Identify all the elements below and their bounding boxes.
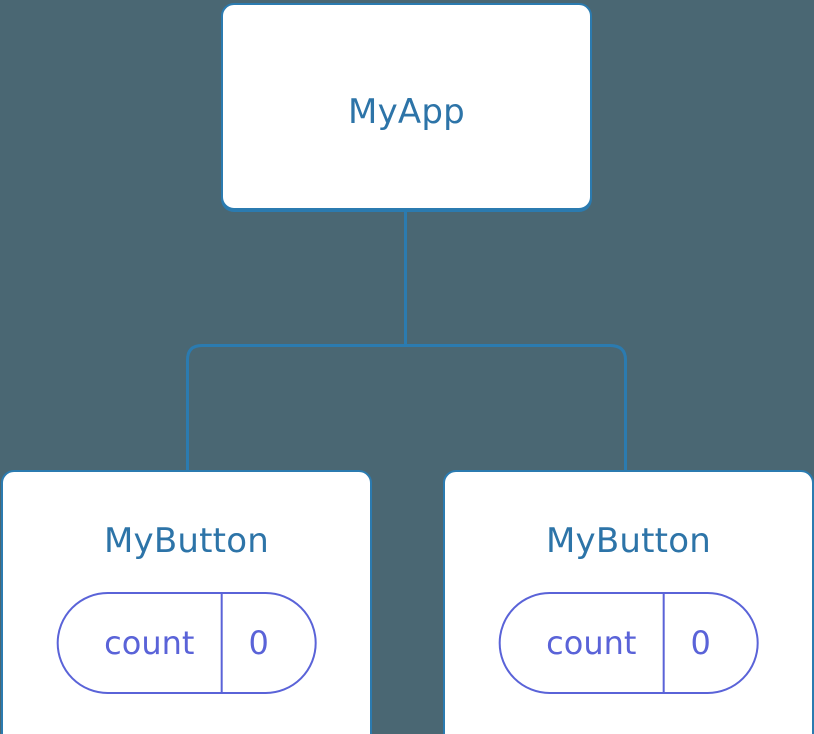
node-title: MyButton [104, 521, 269, 561]
state-pill[interactable]: count 0 [56, 592, 317, 694]
node-myapp[interactable]: MyApp [221, 3, 592, 210]
state-pill[interactable]: count 0 [498, 592, 759, 694]
node-title: MyApp [348, 92, 465, 132]
node-mybutton-1[interactable]: MyButton count 0 [443, 470, 814, 734]
edge-root-to-child-1 [405, 344, 627, 472]
state-divider [220, 594, 223, 692]
state-value: 0 [248, 624, 269, 662]
state-divider [662, 594, 665, 692]
state-key: count [546, 624, 637, 662]
state-value: 0 [690, 624, 711, 662]
edge-root-to-child-0 [186, 344, 406, 472]
node-mybutton-0[interactable]: MyButton count 0 [1, 470, 372, 734]
state-key: count [104, 624, 195, 662]
node-title: MyButton [546, 521, 711, 561]
